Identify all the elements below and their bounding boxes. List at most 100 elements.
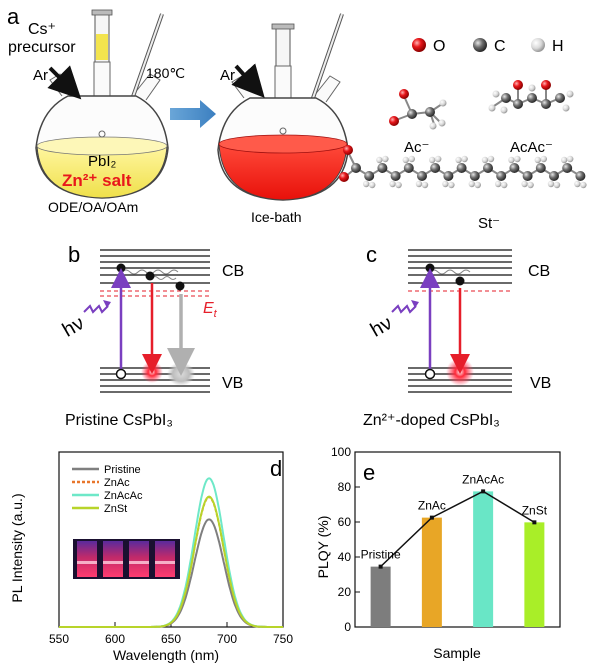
d-legend-label: ZnAcAc — [104, 490, 143, 502]
d-ylabel: PL Intensity (a.u.) — [9, 493, 25, 602]
e-marker — [532, 520, 537, 525]
vial-band — [155, 561, 175, 564]
e-bar-label: Pristine — [361, 548, 401, 562]
carbon-atom — [390, 171, 401, 181]
panel-c-letter: c — [366, 242, 377, 267]
carbon-atom — [469, 171, 480, 181]
cb-label-b: CB — [222, 263, 244, 280]
precursor-label-line2: precursor — [8, 39, 76, 56]
hydrogen-atom — [408, 155, 415, 163]
d-xtick-label: 750 — [273, 632, 293, 646]
flask-ice-bath — [217, 13, 349, 201]
hydrogen-atom — [402, 156, 409, 164]
d-xlabel: Wavelength (nm) — [113, 647, 219, 663]
legend-oxygen: O — [433, 38, 445, 55]
hydrogen-atom — [501, 181, 508, 189]
panel-d-pl-spectra: d Wavelength (nm) PL Intensity (a.u.) 55… — [9, 451, 293, 663]
carbon-atom — [364, 171, 375, 181]
hydrogen-atom — [508, 156, 515, 164]
hydrogen-atom — [561, 156, 568, 164]
vial-photo — [73, 539, 180, 579]
ar-arrow-2 — [231, 63, 265, 98]
acetate-label: Ac⁻ — [404, 139, 429, 156]
hydrogen-atom — [389, 180, 396, 188]
e-ytick-label: 40 — [338, 550, 352, 564]
hydrogen-atom — [395, 181, 402, 189]
e-trend-line — [380, 490, 535, 568]
caption-b: Pristine CsPbI₃ — [65, 412, 173, 429]
carbon-atom — [509, 163, 520, 173]
hydrogen-atom — [540, 155, 547, 163]
hydrogen-atom — [487, 155, 495, 163]
e-marker — [378, 564, 383, 569]
e-plot-frame — [354, 451, 561, 628]
process-arrow — [170, 100, 216, 128]
panel-a: a Cs⁺ precursor Ar 180℃ PbI₂ — [7, 4, 587, 232]
vial — [103, 541, 123, 577]
e-ytick-label: 0 — [344, 620, 351, 634]
hole-c — [424, 368, 436, 380]
vb-label-c: VB — [530, 375, 551, 392]
d-xtick-label: 700 — [217, 632, 237, 646]
carbon-atom — [443, 171, 454, 181]
d-xtick-label: 650 — [161, 632, 181, 646]
hydrogen-atom — [534, 156, 541, 164]
legend-carbon: C — [494, 38, 506, 55]
e-bar-znst — [524, 522, 545, 627]
hydrogen-atom — [376, 156, 383, 164]
zn-salt-label: Zn²⁺ salt — [62, 171, 132, 190]
hydrogen-atom — [421, 181, 429, 189]
hydrogen-atom — [527, 181, 534, 189]
hydrogen-atom — [435, 155, 442, 163]
d-xtick-label: 550 — [49, 632, 69, 646]
carbon-atom — [430, 163, 441, 173]
hydrogen-atom — [468, 180, 475, 188]
panel-e-letter: e — [363, 460, 375, 485]
atom-legend: O C H — [412, 38, 564, 55]
hydrogen-atom — [474, 181, 481, 189]
e-marker — [429, 515, 434, 520]
solvents-label: ODE/OA/OAm — [48, 199, 138, 215]
acetate-molecule-icon — [389, 89, 447, 130]
hydrogen-atom — [521, 180, 528, 188]
hydrogen-atom — [429, 156, 436, 164]
electron-b-trap — [175, 281, 185, 291]
hydrogen-atom — [567, 155, 574, 163]
e-ytick-label: 80 — [338, 480, 352, 494]
hv-label-c: hν — [367, 312, 396, 342]
electron-b-2 — [145, 271, 155, 281]
hydrogen-atom — [553, 181, 561, 189]
hydrogen-atom — [448, 181, 455, 189]
oxygen-atom — [343, 145, 353, 155]
e-ytick-label: 60 — [338, 515, 352, 529]
panel-b: b CB VB Et hν Pristine CsPbI₃ — [59, 242, 244, 429]
panel-d-letter: d — [270, 456, 282, 481]
e-ylabel: PLQY (%) — [315, 516, 331, 579]
d-legend-label: ZnSt — [104, 503, 127, 515]
e-xlabel: Sample — [433, 645, 481, 661]
electron-b-1 — [116, 263, 126, 273]
carbon-atom — [522, 171, 533, 181]
hydrogen-atom — [455, 156, 462, 164]
carbon-atom — [456, 163, 467, 173]
carbon-atom — [377, 163, 388, 173]
vb-label-b: VB — [222, 375, 243, 392]
carbon-atom-icon — [473, 38, 487, 52]
carbon-atom — [483, 163, 493, 173]
hydrogen-atom — [369, 181, 376, 189]
vial-band — [77, 561, 97, 564]
hydrogen-atom — [382, 155, 389, 163]
panel-e-plqy: e Sample PLQY (%) 020406080100PristineZn… — [315, 445, 561, 661]
e-bar-label: ZnAcAc — [462, 472, 504, 486]
photon-wave-b — [83, 304, 109, 314]
trap-wiggle-b — [151, 276, 177, 280]
caption-c: Zn²⁺-doped CsPbI₃ — [363, 412, 500, 429]
hydrogen-atom — [442, 180, 449, 188]
legend-hydrogen: H — [552, 38, 564, 55]
d-series-znst — [59, 495, 283, 628]
vial-band — [103, 561, 123, 564]
oxygen-atom-icon — [412, 38, 426, 52]
hydrogen-atom — [580, 181, 587, 189]
carbon-atom — [575, 171, 586, 181]
